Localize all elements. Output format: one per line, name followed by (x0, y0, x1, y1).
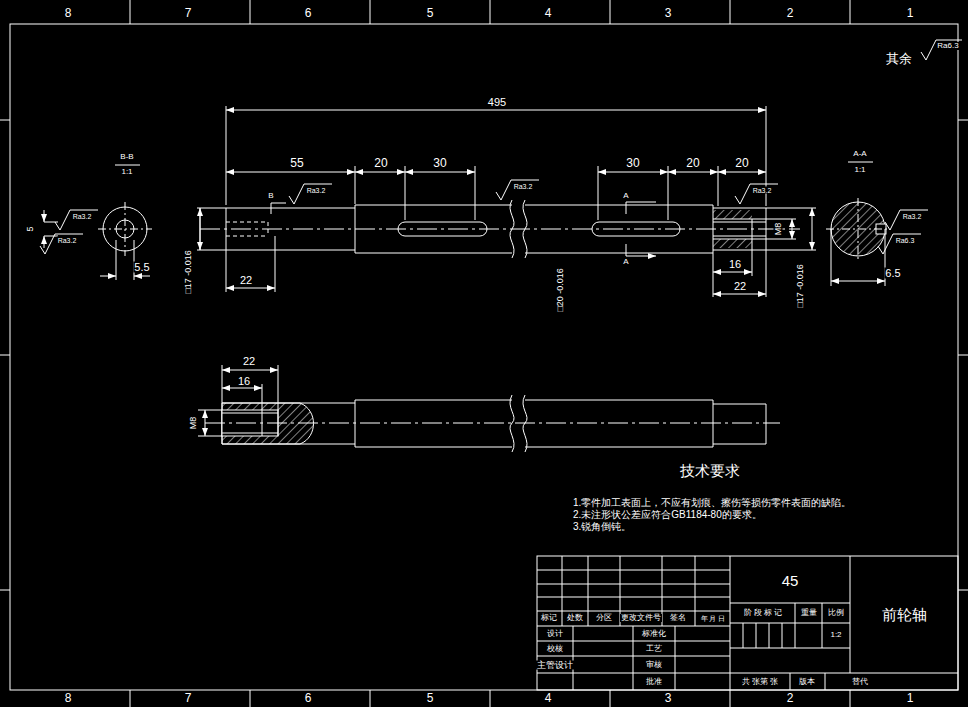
drawing-label: 设计 (546, 630, 564, 638)
drawing-label: 3 (664, 692, 673, 704)
section-views (44, 162, 890, 286)
drawing-label: 16 (728, 259, 742, 270)
drawing-label: 标记 (540, 614, 558, 622)
drawing-label: 16 (237, 376, 251, 387)
drawing-label: 6 (304, 7, 313, 19)
drawing-label: 1:1 (120, 168, 133, 176)
drawing-label: 其余 (885, 52, 913, 65)
drawing-label: 2 (786, 692, 795, 704)
dimension-lines (197, 106, 816, 297)
drawing-label: 1 (906, 7, 915, 19)
drawing-label: 5 (426, 692, 435, 704)
drawing-label: 分区 (595, 614, 613, 622)
drawing-label: 5 (26, 225, 35, 232)
drawing-label: 55 (289, 157, 304, 169)
drawing-label: □17 -0.016 (796, 263, 805, 308)
drawing-label: 30 (625, 157, 640, 169)
drawing-label: A (622, 192, 629, 200)
drawing-label: 20 (373, 157, 388, 169)
drawing-label: 22 (242, 356, 256, 367)
roughness-symbols (40, 40, 962, 254)
drawing-label: 7 (184, 692, 193, 704)
drawing-label: A-A (852, 150, 867, 158)
drawing-label: 技术要求 (679, 463, 741, 478)
drawing-label: 22 (239, 275, 253, 286)
drawing-label: Ra6.3 (936, 42, 959, 50)
drawing-label: Ra3.2 (72, 213, 93, 220)
drawing-label: 5 (426, 7, 435, 19)
drawing-label: 审核 (645, 661, 663, 669)
drawing-label: 1.零件加工表面上，不应有划痕、擦伤等损伤零件表面的缺陷。 (572, 498, 852, 508)
drawing-label: 年 月 日 (700, 615, 727, 622)
drawing-label: 6.5 (884, 268, 901, 279)
drawing-label: 4 (544, 7, 553, 19)
drawing-label: 1 (906, 692, 915, 704)
drawing-label: M8 (774, 222, 783, 237)
drawing-label: 20 (734, 157, 749, 169)
drawing-label: 495 (487, 97, 507, 108)
drawing-label: 前轮轴 (881, 607, 928, 622)
drawing-label: 工艺 (645, 645, 663, 653)
drawing-label: 校核 (546, 645, 564, 653)
drawing-label: Ra3.2 (902, 213, 923, 220)
drawing-label: 8 (64, 692, 73, 704)
drawing-label: 2.未注形状公差应符合GB1184-80的要求。 (572, 510, 763, 520)
title-block (537, 556, 958, 690)
drawing-label: 标准化 (641, 630, 667, 638)
drawing-label: 主管设计 (536, 661, 574, 670)
drawing-label: □17 -0.016 (184, 249, 193, 294)
drawing-label: 8 (64, 7, 73, 19)
drawing-label: Ra3.2 (752, 187, 773, 194)
drawing-label: 22 (733, 281, 747, 292)
drawing-label: Ra3.2 (57, 237, 78, 244)
drawing-label: 签名 (669, 614, 687, 622)
bottom-view (198, 365, 780, 452)
drawing-label: 45 (781, 573, 800, 588)
drawing-label: M8 (189, 416, 198, 431)
drawing-label: 3 (664, 7, 673, 19)
drawing-label: B (267, 192, 274, 200)
drawing-label: 阶 段 标 记 (743, 609, 784, 617)
drawing-label: 批准 (645, 678, 663, 686)
drawing-label: A (622, 258, 629, 266)
drawing-label: □20 -0.016 (556, 267, 565, 312)
drawing-label: 处数 (566, 614, 584, 622)
drawing-label: 共 张第 张 (741, 678, 779, 686)
drawing-label: Ra3.2 (513, 183, 534, 190)
drawing-label: 重量 (800, 609, 818, 617)
drawing-label: B-B (119, 153, 134, 161)
drawing-label: Ra6.3 (895, 237, 916, 244)
drawing-label: 1:1 (853, 166, 866, 174)
drawing-label: 更改文件号 (620, 614, 662, 622)
main-view (200, 200, 800, 258)
drawing-label: 4 (544, 692, 553, 704)
drawing-label: 2 (786, 7, 795, 19)
drawing-label: 6 (304, 692, 313, 704)
drawing-label: 5.5 (133, 262, 150, 273)
drawing-label: 7 (184, 7, 193, 19)
drawing-label: 替代 (851, 678, 869, 686)
drawing-label: Ra3.2 (306, 187, 327, 194)
drawing-label: 1:2 (829, 631, 842, 639)
drawing-label: 比例 (827, 609, 845, 617)
drawing-label: 30 (432, 157, 447, 169)
drawing-label: 版本 (798, 678, 816, 686)
drawing-label: 20 (685, 157, 700, 169)
drawing-label: 3.锐角倒钝。 (572, 522, 632, 532)
